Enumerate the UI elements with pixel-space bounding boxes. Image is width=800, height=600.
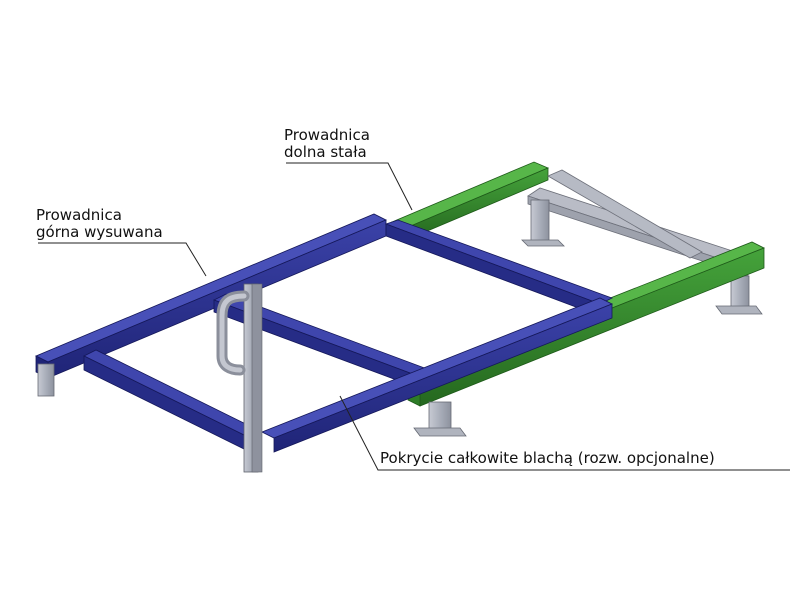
cover-label-text: Pokrycie całkowite blachą (rozw. opcjona… [380, 449, 715, 467]
upper-extendable-guide-label: Prowadnica górna wysuwana [36, 207, 163, 241]
rear-left-leg [521, 199, 565, 247]
upper-guide-label-line1: Prowadnica [36, 206, 122, 224]
lower-fixed-guide-label: Prowadnica dolna stała [284, 127, 370, 161]
green-cross-rail [547, 169, 703, 259]
rear-right-leg [715, 275, 763, 315]
lower-guide-label-line2: dolna stała [284, 143, 367, 161]
sheet-cover-label: Pokrycie całkowite blachą (rozw. opcjona… [380, 450, 715, 467]
leader-cover [339, 395, 790, 471]
leader-lower-guide [286, 162, 413, 211]
front-left-leg [37, 363, 55, 397]
handle-pipe [216, 290, 250, 376]
blue-beam-right [261, 297, 613, 453]
lower-guide-label-line1: Prowadnica [284, 126, 370, 144]
corner-post [243, 283, 263, 473]
upper-guide-label-line2: górna wysuwana [36, 223, 163, 241]
blue-beam-rear [384, 219, 614, 317]
front-middle-leg [413, 401, 467, 437]
leader-upper-guide [38, 242, 207, 277]
